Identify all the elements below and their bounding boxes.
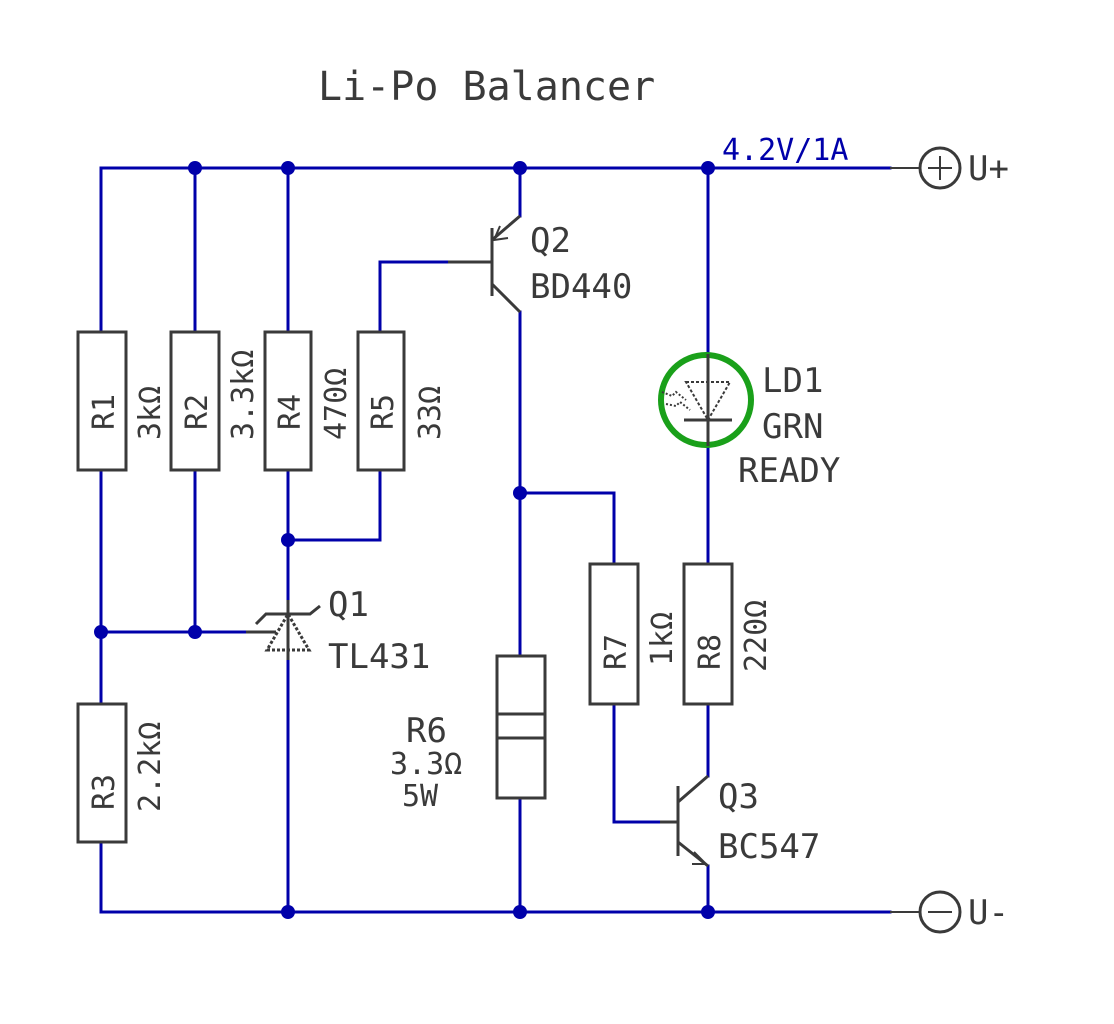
resistor-ref: R8	[693, 634, 728, 670]
wire-r5-bottom	[286, 468, 382, 542]
resistor-r4[interactable]: R4 470Ω	[263, 330, 354, 472]
terminal-plus[interactable]: U+	[918, 146, 1009, 190]
q2-collector	[490, 282, 522, 314]
wire-top-rail	[99, 166, 892, 334]
transistor-q3[interactable]: Q3 BC547	[660, 774, 820, 868]
q1-triangle	[264, 611, 312, 652]
q2-arrow-icon	[492, 225, 509, 242]
resistor-value: 2.2kΩ	[133, 722, 168, 812]
resistor-r1[interactable]: R1 3kΩ	[76, 330, 168, 472]
resistor-value: 470Ω	[319, 368, 354, 440]
junction-dot	[188, 161, 202, 175]
schematic-title: Li-Po Balancer	[318, 64, 655, 110]
wire-r7-top	[518, 491, 616, 566]
terminal-minus-label: U-	[968, 893, 1009, 933]
transistor-q2[interactable]: Q2 BD440	[448, 214, 632, 314]
led-ld1[interactable]: LD1 GRN READY	[658, 352, 840, 491]
resistor-body	[356, 330, 406, 472]
junction-dot	[513, 486, 527, 500]
resistor-r5[interactable]: R5 33Ω	[356, 330, 448, 472]
resistor-value: 220Ω	[739, 600, 774, 672]
q3-arrow-icon	[692, 851, 709, 865]
junction-dot	[188, 625, 202, 639]
resistor-ref: R1	[87, 394, 122, 430]
junction-dot	[701, 161, 715, 175]
resistor-r7[interactable]: R7 1kΩ	[588, 562, 680, 706]
resistor-body	[495, 654, 547, 800]
resistor-power: 5W	[402, 779, 439, 814]
resistor-value: 1kΩ	[645, 612, 680, 666]
junction-dot	[281, 533, 295, 547]
resistor-value: 3.3Ω	[390, 747, 462, 782]
wire-q2-base	[378, 260, 450, 334]
terminal-plus-label: U+	[968, 149, 1009, 189]
led-function: READY	[738, 451, 840, 491]
q3-part: BC547	[718, 827, 820, 867]
resistor-body	[169, 330, 221, 472]
resistor-ref: R7	[599, 634, 634, 670]
resistor-body	[76, 702, 128, 844]
resistor-ref: R5	[366, 394, 401, 430]
net-label-supply: 4.2V/1A	[722, 133, 848, 168]
junction-dot	[94, 625, 108, 639]
led-highlight-circle	[658, 352, 754, 448]
resistor-ref: R6	[406, 711, 447, 751]
led-ref: LD1	[762, 361, 823, 401]
led-color: GRN	[762, 407, 823, 447]
q1-part: TL431	[328, 637, 430, 677]
q3-ref: Q3	[718, 777, 759, 817]
junction-dot	[281, 905, 295, 919]
resistor-ref: R3	[87, 774, 122, 810]
resistor-value: 3.3kΩ	[226, 350, 261, 440]
resistor-ref: R4	[273, 394, 308, 430]
led-light-icon	[661, 390, 687, 401]
resistor-r6[interactable]: R6 3.3Ω 5W	[390, 654, 547, 814]
shunt-regulator-q1[interactable]: Q1 TL431	[246, 585, 430, 677]
q1-cathode-bar	[254, 604, 321, 626]
resistor-r2[interactable]: R2 3.3kΩ	[169, 330, 261, 472]
q3-collector	[677, 774, 709, 804]
q2-ref: Q2	[530, 221, 571, 261]
resistor-body	[682, 562, 734, 706]
junction-dot	[281, 161, 295, 175]
junction-dot	[701, 905, 715, 919]
resistor-r3[interactable]: R3 2.2kΩ	[76, 702, 168, 844]
resistor-body	[588, 562, 640, 706]
resistor-value: 3kΩ	[133, 386, 168, 440]
junctions	[94, 161, 715, 919]
terminal-minus[interactable]: U-	[918, 890, 1009, 934]
wires	[99, 166, 920, 914]
led-light-icon	[665, 400, 691, 411]
q1-ref: Q1	[328, 585, 369, 625]
resistor-ref: R2	[180, 394, 215, 430]
resistor-value: 33Ω	[413, 386, 448, 440]
resistor-r8[interactable]: R8 220Ω	[682, 562, 774, 706]
resistor-body	[263, 330, 313, 472]
junction-dot	[513, 161, 527, 175]
led-triangle	[684, 381, 732, 422]
wire-q3-base	[612, 702, 662, 824]
q2-part: BD440	[530, 267, 632, 307]
resistor-body	[76, 330, 128, 472]
junction-dot	[513, 905, 527, 919]
